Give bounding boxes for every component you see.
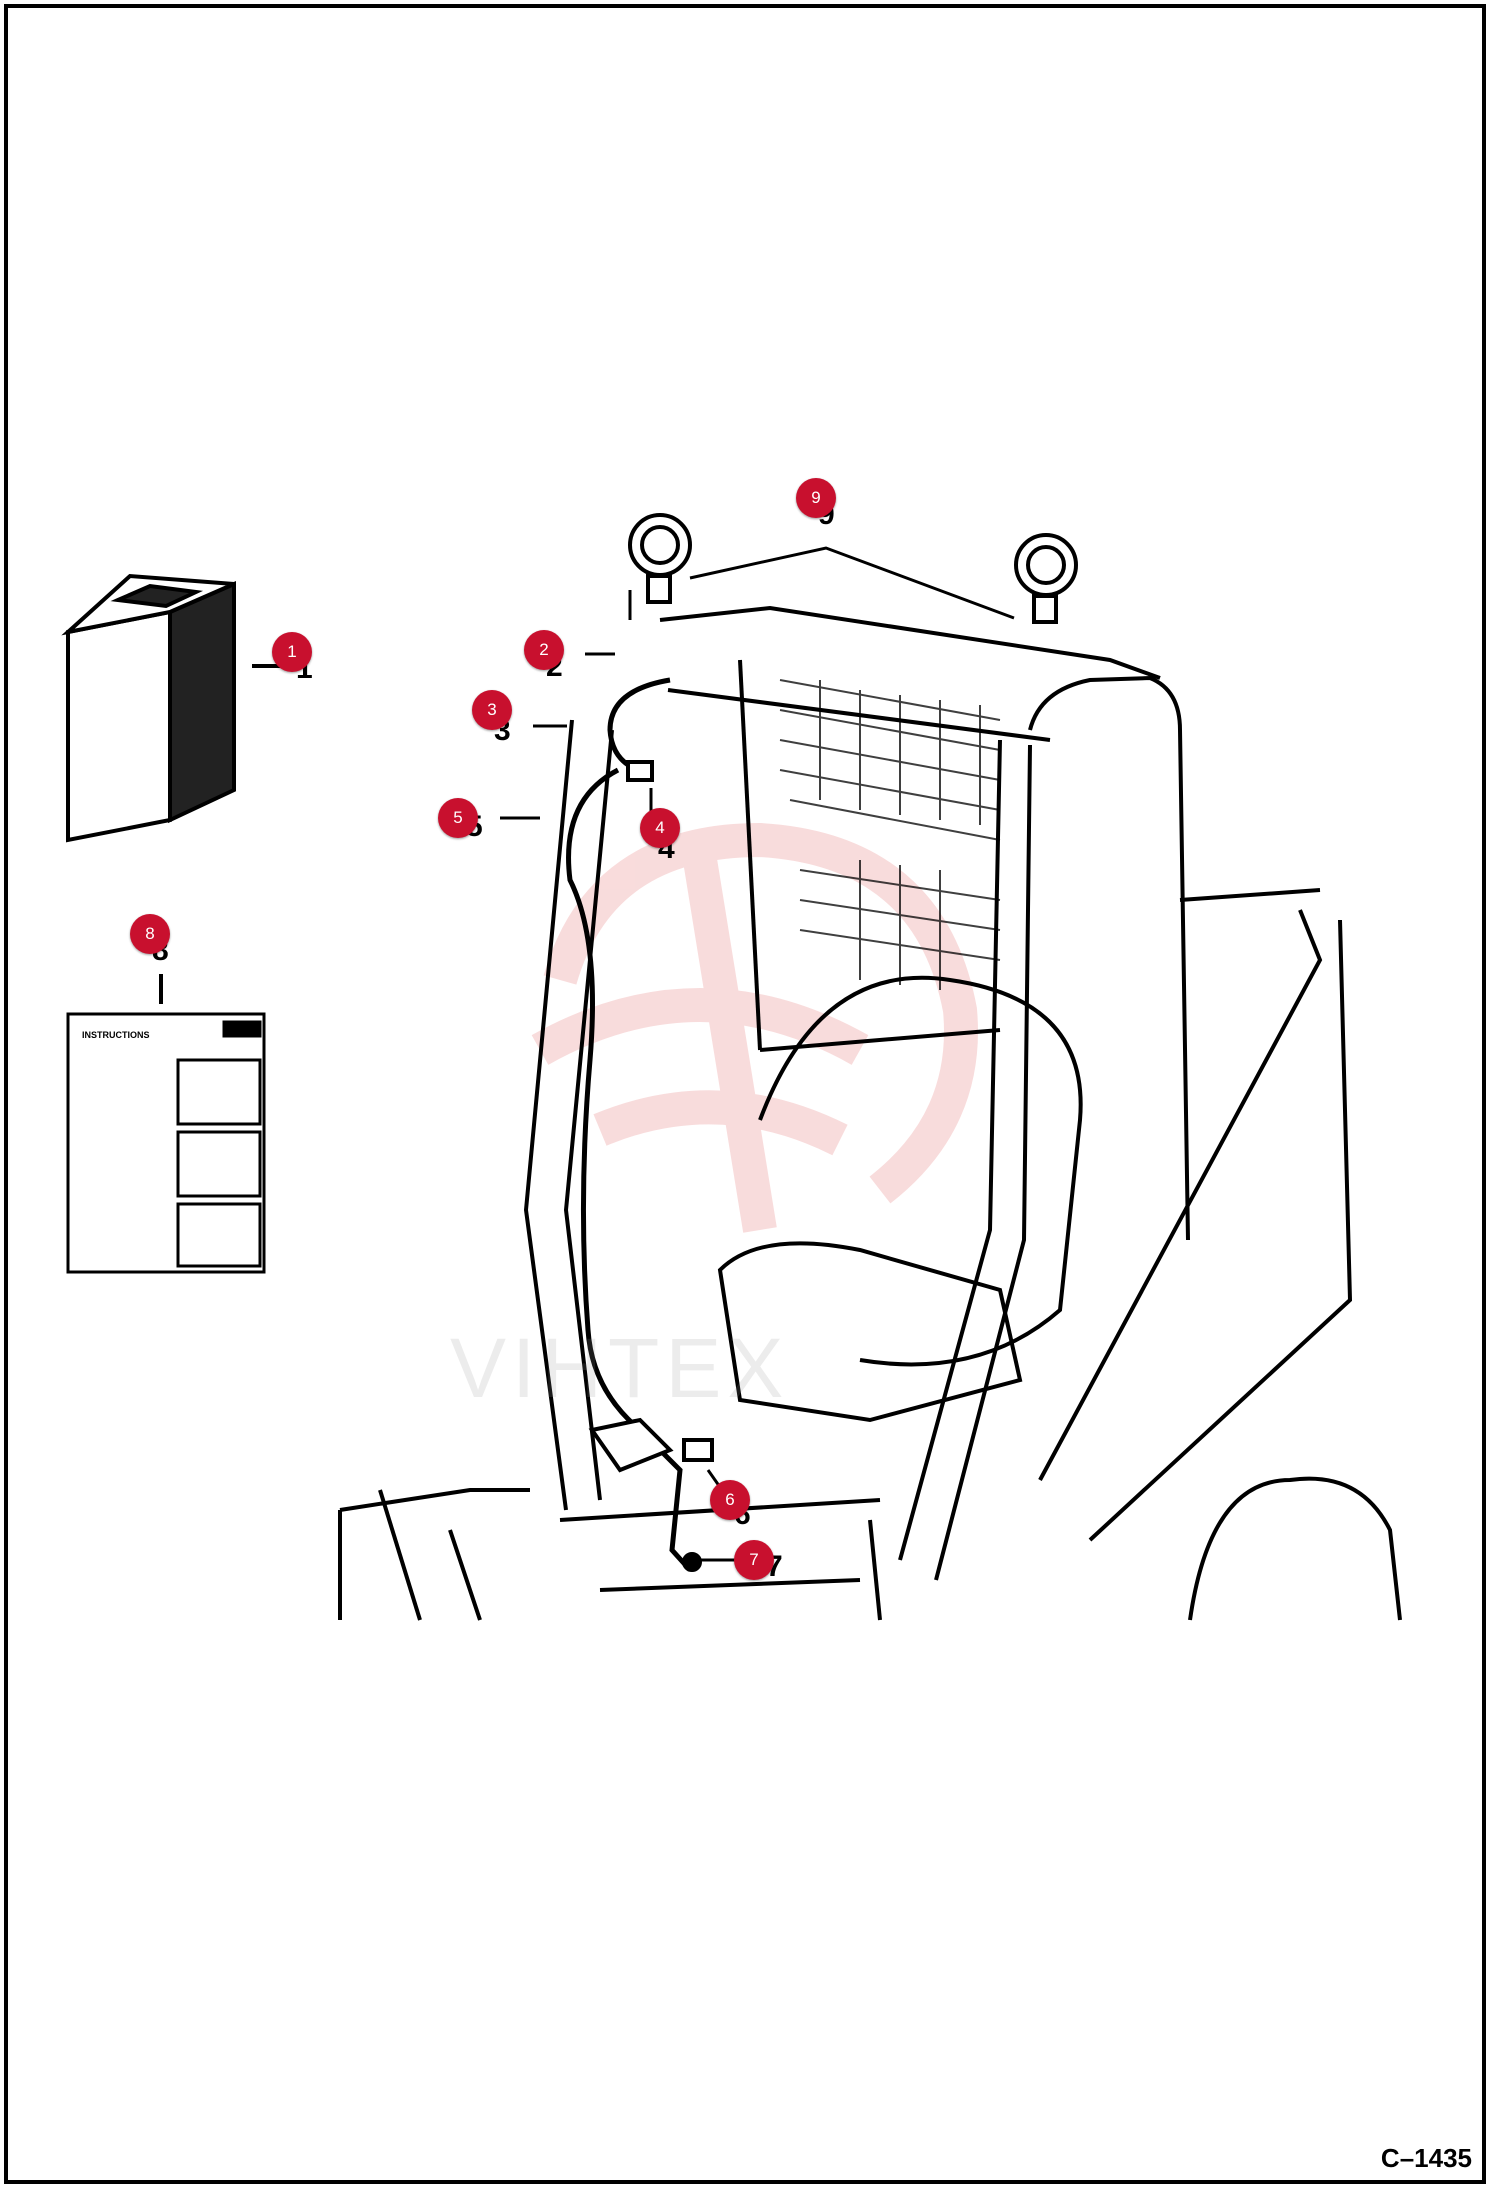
callout-7[interactable]: 7 bbox=[734, 1540, 774, 1580]
connectors bbox=[588, 760, 714, 1572]
callout-4[interactable]: 4 bbox=[640, 808, 680, 848]
machine-outline bbox=[338, 605, 1402, 1621]
part-9-lights bbox=[628, 513, 1078, 624]
callout-3[interactable]: 3 bbox=[472, 690, 512, 730]
callout-9[interactable]: 9 bbox=[796, 478, 836, 518]
callout-6[interactable]: 6 bbox=[710, 1480, 750, 1520]
watermark-text: VIHTEX bbox=[450, 1321, 790, 1415]
callout-1[interactable]: 1 bbox=[272, 632, 312, 672]
figure-code: C–1435 bbox=[1380, 2143, 1472, 2173]
callout-5[interactable]: 5 bbox=[438, 798, 478, 838]
page-frame bbox=[4, 4, 1486, 2184]
part-1-box bbox=[61, 573, 236, 843]
screen-mesh bbox=[779, 679, 1001, 990]
decal-title: INSTRUCTIONS bbox=[82, 1030, 150, 1040]
callout-2[interactable]: 2 bbox=[524, 630, 564, 670]
callout-8[interactable]: 8 bbox=[130, 914, 170, 954]
part-8-decal bbox=[66, 1012, 266, 1274]
